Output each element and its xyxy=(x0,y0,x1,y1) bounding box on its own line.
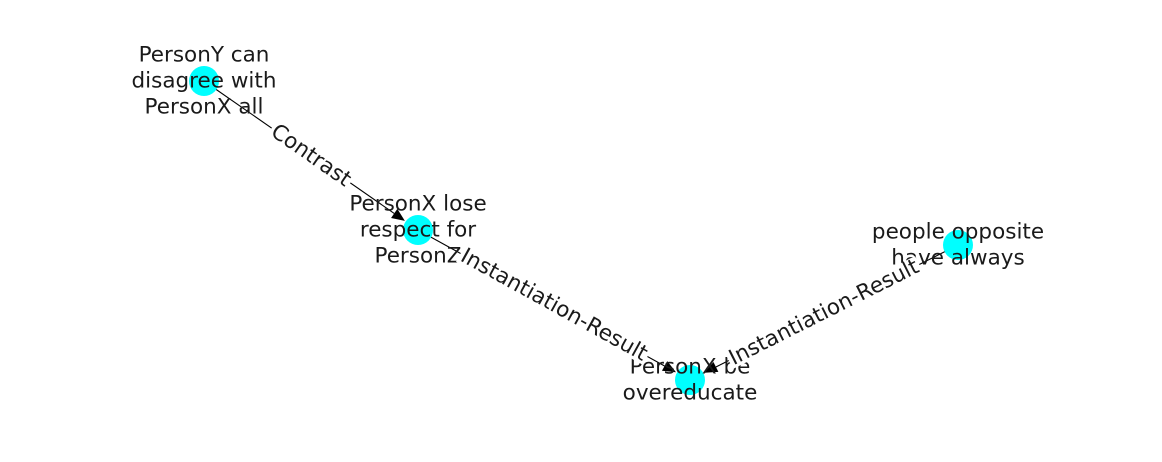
graph-node-3 xyxy=(675,365,705,395)
node-label-line: respect for xyxy=(360,218,476,243)
arrowhead-2 xyxy=(661,361,676,373)
arrowhead-3 xyxy=(704,362,719,373)
edge-label-text: Instantiation-Result xyxy=(725,254,923,371)
edge-label-background xyxy=(455,245,653,365)
edge-label-text: Contrast xyxy=(266,119,356,192)
node-label-line: PersonY can xyxy=(139,43,270,68)
graph-node-4 xyxy=(943,230,973,260)
node-label-line: PersonX lose xyxy=(349,192,486,217)
edge-label-3: Instantiation-Result xyxy=(724,254,924,371)
edge-label-text: Instantiation-Result xyxy=(456,244,651,367)
edge-label-1: Contrast xyxy=(266,119,356,192)
node-label-line: people opposite xyxy=(872,220,1044,245)
node-label-line: disagree with xyxy=(132,69,277,94)
nodes-layer xyxy=(189,66,973,395)
graph-node-1 xyxy=(189,66,219,96)
graph-node-2 xyxy=(403,215,433,245)
node-label-line: PersonX all xyxy=(145,95,264,120)
edge-label-background xyxy=(724,256,924,369)
edge-label-2: Instantiation-Result xyxy=(455,244,653,367)
edge-label-background xyxy=(266,120,356,191)
arrowhead-1 xyxy=(391,208,405,221)
node-label-line: PersonZ xyxy=(375,244,462,269)
node-label-line: overeducate xyxy=(623,381,758,406)
